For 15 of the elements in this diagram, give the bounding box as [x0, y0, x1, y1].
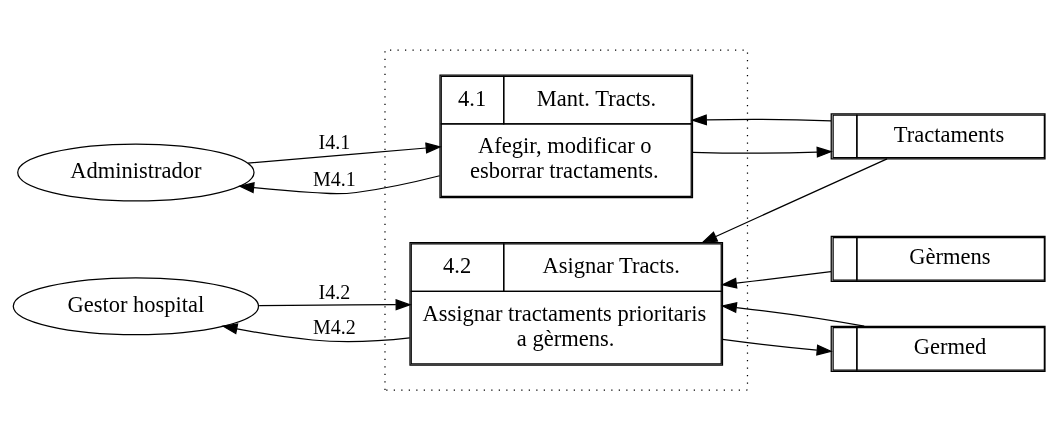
arrow	[238, 175, 441, 195]
arrow	[720, 301, 865, 327]
edge-label: M4.1	[312, 168, 356, 190]
edge-label: M4.2	[312, 315, 356, 338]
arrow	[690, 114, 832, 126]
edge-label: I4.1	[318, 130, 351, 153]
cluster	[384, 49, 749, 391]
arrow	[720, 271, 832, 289]
edge-label: I4.2	[318, 280, 351, 303]
arrow	[721, 338, 833, 356]
arrow	[701, 158, 888, 244]
arrow	[221, 323, 411, 343]
arrow	[247, 142, 442, 164]
arrow	[691, 146, 833, 158]
arrow	[258, 299, 412, 311]
